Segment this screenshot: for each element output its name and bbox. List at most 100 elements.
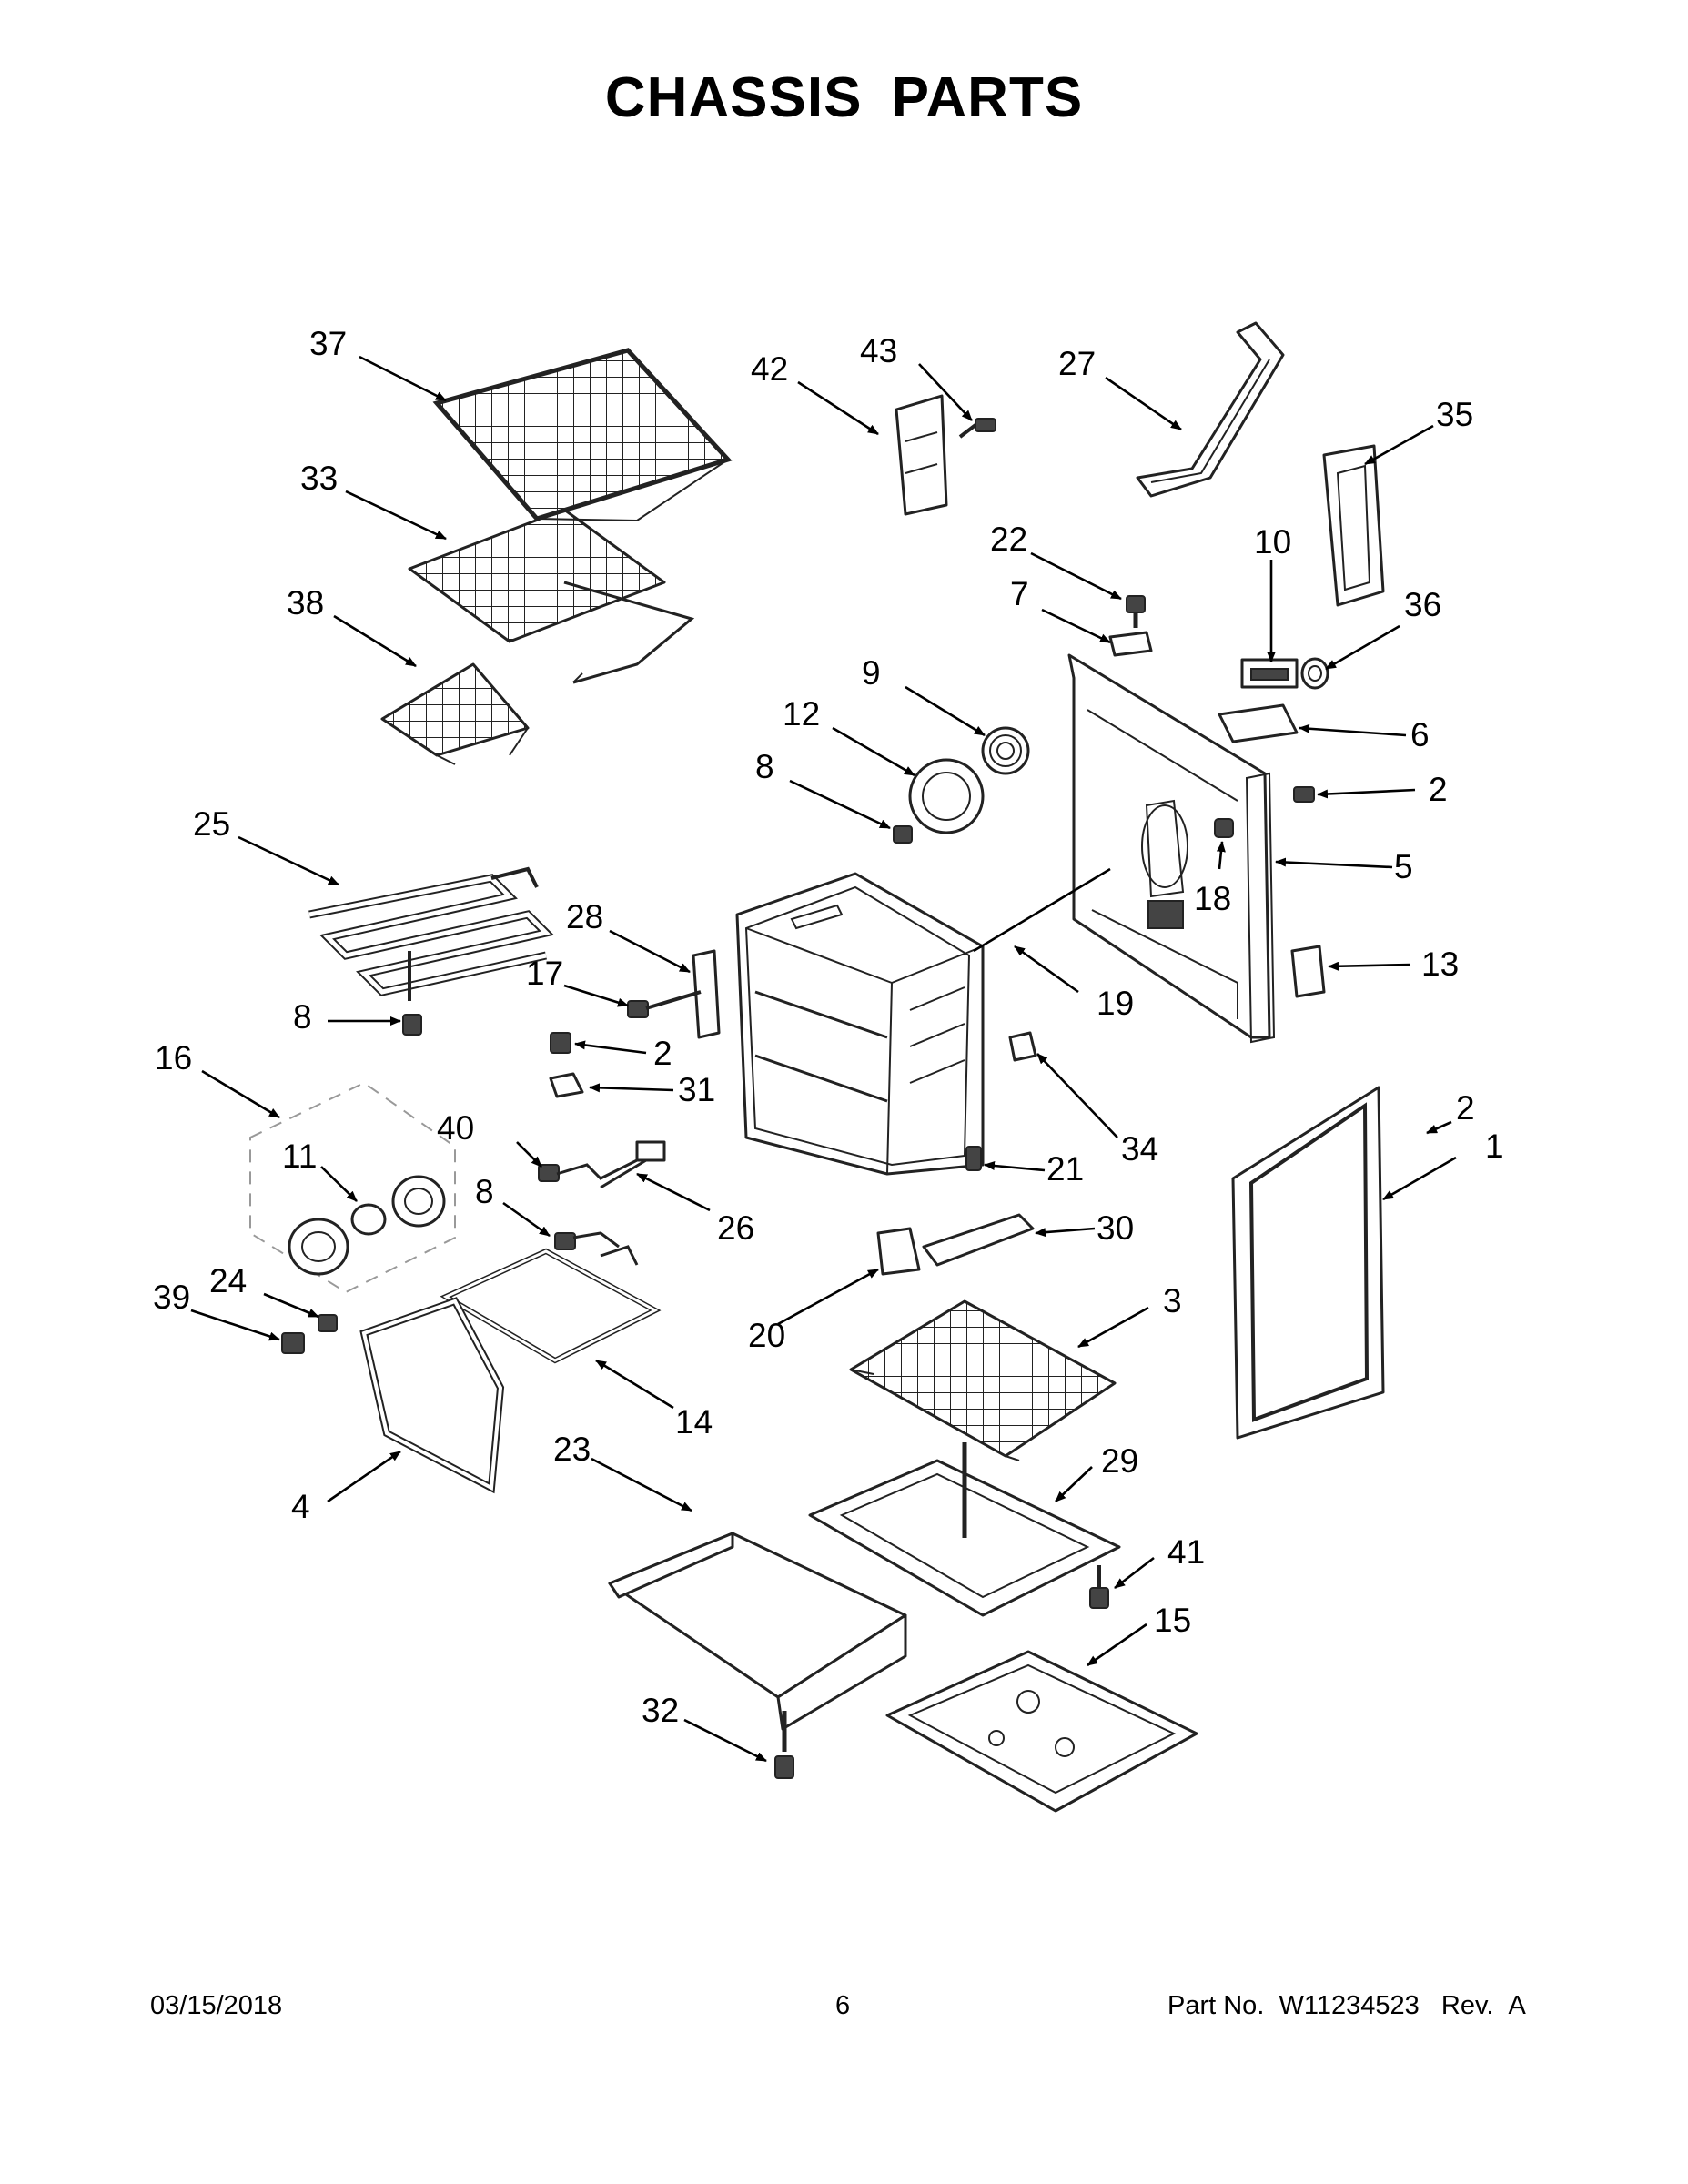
callout-34: 34 (1121, 1130, 1158, 1168)
small-rack-illustration (380, 662, 530, 765)
extension-rack-illustration (408, 508, 695, 684)
callout-8: 8 (755, 748, 774, 785)
base-plate-illustration (885, 1650, 1198, 1813)
callout-2b: 2 (653, 1035, 672, 1072)
igniter-40-26-illustration (538, 1140, 666, 1189)
callout-8b: 8 (293, 998, 312, 1036)
screw-2a-illustration (1293, 786, 1315, 803)
leader-lines (190, 355, 1457, 1763)
bracket-30-illustration (922, 1213, 1035, 1267)
callout-35: 35 (1436, 396, 1473, 433)
screw-24-39-illustration (281, 1314, 338, 1354)
lower-rack-illustration (849, 1299, 1117, 1461)
callout-23: 23 (553, 1431, 591, 1468)
fan-12-illustration (908, 758, 985, 834)
callout-39: 39 (153, 1279, 190, 1316)
callout-1: 1 (1485, 1127, 1504, 1165)
footer-date: 03/15/2018 (150, 1991, 283, 2020)
gasket-illustration (359, 1297, 505, 1494)
screw-43-illustration (958, 418, 996, 439)
fan-grille-illustration (981, 726, 1030, 775)
callout-32: 32 (642, 1692, 679, 1729)
drawer-illustration (608, 1532, 907, 1731)
callout-29: 29 (1101, 1442, 1138, 1480)
callout-6: 6 (1410, 716, 1430, 753)
part-number-label: Part No. (1167, 1991, 1265, 2020)
screw-8a-illustration (893, 825, 913, 844)
door-handle-illustration (1136, 321, 1285, 498)
callout-2c: 2 (1456, 1089, 1475, 1127)
callout-21: 21 (1046, 1150, 1084, 1188)
screw-8b-illustration (402, 1014, 422, 1036)
side-panel-illustration (1322, 444, 1385, 607)
callout-27: 27 (1058, 345, 1096, 382)
part-20-illustration (876, 1227, 921, 1276)
callout-28: 28 (566, 898, 603, 935)
light-assembly-illustration (249, 1081, 456, 1294)
rear-chassis-illustration (1067, 653, 1276, 1044)
callout-8c: 8 (475, 1173, 494, 1210)
callout-10: 10 (1254, 523, 1291, 561)
part-illustrations (249, 321, 1385, 1813)
screw-32-illustration (774, 1711, 794, 1779)
callout-11: 11 (282, 1138, 317, 1175)
revision-label: Rev. (1440, 1991, 1494, 2020)
callout-2: 2 (1429, 771, 1448, 808)
callout-9: 9 (862, 654, 881, 692)
bracket-6-illustration (1218, 703, 1299, 743)
callout-13: 13 (1421, 945, 1459, 983)
clip-31-illustration (549, 1072, 584, 1098)
broil-element-illustration (308, 866, 554, 1001)
callout-17: 17 (526, 955, 563, 992)
callout-19: 19 (1097, 985, 1134, 1022)
callout-7: 7 (1010, 575, 1029, 612)
switch-10-illustration (1240, 658, 1299, 689)
callout-42: 42 (751, 350, 788, 388)
callout-33: 33 (300, 460, 338, 497)
callout-30: 30 (1097, 1209, 1134, 1247)
revision-value: A (1508, 1991, 1526, 2020)
part-21-illustration (965, 1146, 982, 1171)
oven-cavity-illustration (735, 872, 985, 1176)
callout-37: 37 (309, 325, 347, 362)
callout-38: 38 (287, 584, 324, 622)
callout-36: 36 (1404, 586, 1441, 623)
callout-26: 26 (717, 1209, 754, 1247)
callout-numbers: 37 42 43 27 35 33 22 10 38 7 36 9 6 12 2… (153, 325, 1504, 1729)
callout-15: 15 (1154, 1602, 1191, 1639)
oven-rack-illustration (432, 348, 733, 522)
callout-12: 12 (783, 695, 820, 733)
part-number-value: W11234523 (1279, 1991, 1420, 2020)
knob-36-illustration (1300, 657, 1329, 690)
clip-34-illustration (1008, 1031, 1037, 1062)
callout-41: 41 (1167, 1533, 1205, 1571)
callout-4: 4 (291, 1488, 310, 1525)
callout-22: 22 (990, 521, 1027, 558)
bracket-13-illustration (1290, 945, 1326, 998)
screw-2b-illustration (550, 1032, 571, 1054)
callout-20: 20 (748, 1317, 785, 1354)
page-title: CHASSIS PARTS (604, 66, 1084, 129)
callout-31: 31 (678, 1071, 715, 1108)
callout-16: 16 (155, 1039, 192, 1077)
callout-3: 3 (1163, 1282, 1182, 1320)
callout-24: 24 (209, 1262, 247, 1299)
callout-43: 43 (860, 332, 897, 369)
part-18-illustration (1214, 818, 1234, 838)
clip-7-illustration (1108, 631, 1153, 657)
callout-14: 14 (675, 1403, 713, 1441)
footer-part-number: Part No. W11234523 Rev. A (1167, 1991, 1526, 2021)
sensor-17-illustration (627, 990, 702, 1018)
bake-element-illustration (440, 1231, 662, 1364)
bottom-pan-illustration (808, 1442, 1121, 1617)
callout-5: 5 (1394, 848, 1413, 885)
bracket-28-illustration (692, 949, 721, 1039)
door-frame-illustration (1231, 1086, 1385, 1440)
footer-page-number: 6 (835, 1991, 851, 2020)
screw-22-illustration (1126, 595, 1146, 628)
callout-25: 25 (193, 805, 230, 843)
callout-40: 40 (437, 1109, 474, 1147)
callout-18: 18 (1194, 880, 1231, 917)
screw-41-illustration (1089, 1565, 1109, 1609)
